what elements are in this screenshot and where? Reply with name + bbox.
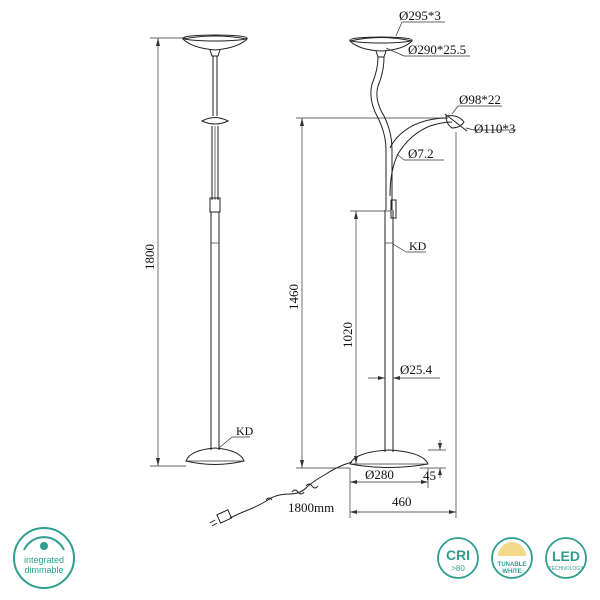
plug-prong-2 (211, 522, 218, 527)
left-top-shade (181, 35, 249, 51)
leader-reading-glass (465, 127, 475, 131)
dim-total-arrow-bottom (156, 458, 160, 466)
dim-45-arrow-bot (438, 468, 442, 475)
right-top-glass (349, 36, 413, 44)
tunable-ring (491, 537, 533, 579)
dim-460-arrow-r (449, 510, 456, 514)
right-kd-leader (392, 243, 407, 253)
left-kd-label: KD (236, 424, 254, 438)
dim-total-arrow-top (156, 38, 160, 46)
right-main-arm-outer (370, 56, 387, 210)
cri-title: CRI (446, 547, 470, 563)
cable-coil (265, 483, 319, 501)
tunable-line2: WHITE (502, 569, 521, 575)
left-switch-block (209, 197, 221, 213)
left-base (185, 447, 245, 465)
badge-integrated-dimmable: integrated dimmable (13, 527, 75, 589)
cri-ring (437, 537, 479, 579)
dimmable-line2: dimmable (24, 565, 63, 575)
dim-total-height: 1800 (142, 37, 186, 467)
led-title: LED (552, 548, 580, 564)
dim-base-arrow-r (421, 480, 428, 484)
left-shade-neck (209, 49, 221, 57)
right-reading-head (445, 115, 465, 129)
callout-reading-head: Ø98*22 Ø110*3 (451, 92, 516, 136)
dim-pole-dia: Ø25.4 (368, 362, 440, 380)
cable-line (229, 461, 353, 519)
right-kd-label: KD (409, 239, 427, 253)
dim-460-arrow-l (350, 510, 357, 514)
tunable-sun-icon (498, 542, 526, 556)
badge-tunable-white: TUNABLE WHITE (491, 537, 533, 579)
right-reading-arm-upper (389, 117, 449, 149)
tunable-line1: TUNABLE (498, 562, 527, 568)
plug-icon (216, 509, 233, 524)
dim-1460-label: 1460 (286, 284, 301, 310)
label-top-shade: Ø290*25.5 (408, 42, 466, 57)
callout-top-shade: Ø295*3 Ø290*25.5 (385, 8, 470, 57)
dimmable-ring (13, 527, 75, 589)
dim-1020-arrow-top (354, 211, 358, 219)
dim-base: Ø280 45 460 (349, 132, 457, 518)
plug-prong-1 (209, 519, 216, 524)
right-shade-neck (375, 50, 387, 58)
dim-arm-height: 1460 (286, 117, 448, 469)
label-base-reach: 460 (392, 494, 412, 509)
right-reading-arm-lower (389, 121, 453, 197)
right-reading-glass (444, 113, 468, 132)
label-cable-length: 1800mm (288, 500, 334, 515)
led-sub: TECHNOLOGY (548, 566, 584, 572)
led-ring (545, 537, 587, 579)
dim-base-arrow-l (350, 480, 357, 484)
dim-45-arrow-top (438, 443, 442, 450)
badge-cri: CRI >80 (437, 537, 479, 579)
label-base-dia: Ø280 (365, 467, 394, 482)
label-reading-head: Ø98*22 (459, 92, 501, 107)
right-lamp: KD (349, 36, 468, 468)
dim-1460-arrow-bottom (300, 460, 304, 468)
dimmable-arc-icon (23, 536, 65, 551)
dim-pole-arrow-l (378, 376, 385, 380)
dim-switch-height: 1020 (340, 210, 391, 464)
leader-reading-head (451, 105, 459, 115)
right-base (349, 449, 429, 468)
badge-led: LED TECHNOLOGY (545, 537, 587, 579)
dimmable-dot-icon (40, 542, 48, 550)
dim-pole-arrow-r (393, 376, 400, 380)
right-top-shade (349, 37, 413, 52)
left-reading-collar (200, 117, 230, 125)
dimmable-line1: integrated (24, 555, 64, 565)
label-reading-glass: Ø110*3 (474, 121, 515, 136)
leader-top-glass (395, 21, 403, 37)
cri-value: >80 (451, 564, 465, 573)
label-pole: Ø25.4 (400, 362, 433, 377)
power-cable: 1800mm (209, 461, 353, 527)
dim-total-label: 1800 (142, 244, 157, 270)
leader-top-shade (385, 47, 405, 57)
label-top-glass: Ø295*3 (399, 8, 441, 23)
left-kd-leader (218, 436, 233, 449)
dim-1020-label: 1020 (340, 322, 355, 348)
label-arm: Ø7.2 (408, 146, 434, 161)
label-base-height: 45 (423, 468, 436, 483)
leader-arm (396, 153, 405, 161)
right-main-arm-inner (376, 56, 393, 210)
left-lamp: KD (181, 34, 254, 465)
callout-arm: Ø7.2 (396, 146, 444, 161)
dim-1460-arrow-top (300, 118, 304, 126)
dim-1020-arrow-bottom (354, 456, 358, 464)
